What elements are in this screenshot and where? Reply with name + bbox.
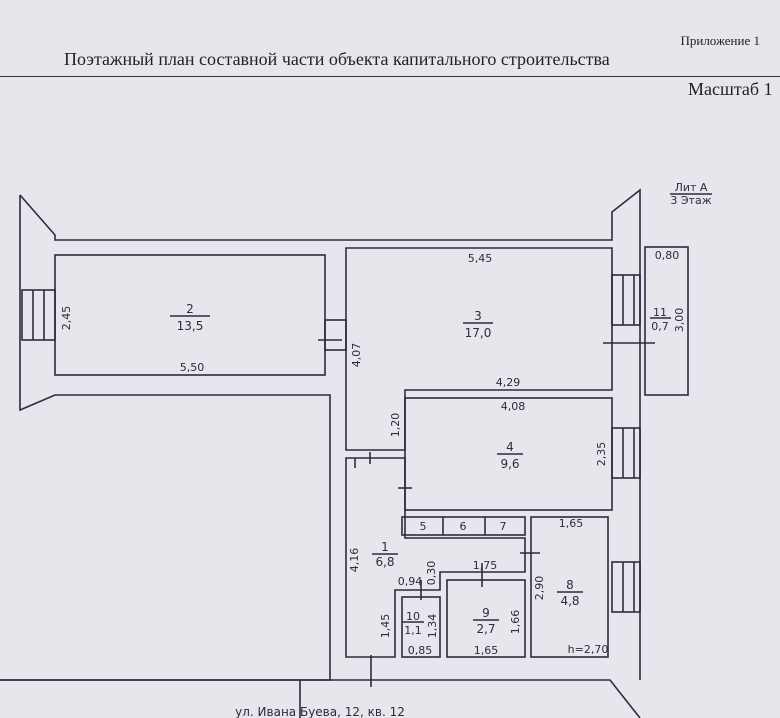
stair-right-top [611, 274, 641, 326]
svg-text:1,75: 1,75 [473, 559, 498, 572]
svg-text:4,16: 4,16 [348, 548, 361, 573]
svg-text:0,30: 0,30 [425, 561, 438, 586]
svg-text:1,65: 1,65 [559, 517, 584, 530]
room-1 [345, 457, 526, 658]
room-number: 11 [653, 306, 667, 319]
room-5-number: 5 [420, 520, 427, 533]
room-area: 2,7 [476, 622, 495, 636]
doors [318, 319, 655, 687]
svg-text:2,35: 2,35 [595, 442, 608, 467]
svg-text:0,80: 0,80 [655, 249, 680, 262]
room-area: 0,7 [651, 320, 669, 333]
svg-text:4,08: 4,08 [501, 400, 526, 413]
litera-text: Лит А [675, 181, 708, 194]
svg-text:1,20: 1,20 [389, 413, 402, 438]
svg-text:1,66: 1,66 [509, 610, 522, 635]
svg-text:2,45: 2,45 [60, 306, 73, 331]
svg-text:4,07: 4,07 [350, 343, 363, 368]
dimension-labels: 2,45 5,50 5,45 4,07 4,29 4,08 2,35 1,20 … [60, 249, 686, 657]
room-number: 3 [474, 309, 482, 323]
room-number: 8 [566, 578, 574, 592]
room-11-label: 11 0,7 [650, 306, 671, 333]
room-area: 4,8 [560, 594, 579, 608]
svg-text:5,45: 5,45 [468, 252, 493, 265]
room-area: 13,5 [177, 319, 204, 333]
appendix-label: Приложение 1 [680, 33, 760, 48]
svg-text:3,00: 3,00 [673, 308, 686, 333]
room-9 [446, 579, 526, 658]
stair-right-mid [611, 427, 641, 479]
room-8 [530, 516, 609, 658]
title-underline [0, 76, 780, 77]
room-4 [404, 397, 613, 511]
svg-text:4,29: 4,29 [496, 376, 521, 389]
room-number: 9 [482, 606, 490, 620]
floor-text: 3 Этаж [670, 194, 711, 207]
litera-floor-label: Лит А 3 Этаж [670, 181, 712, 207]
room-2-label: 2 13,5 [170, 302, 210, 333]
room-area: 9,6 [500, 457, 519, 471]
room-4-label: 4 9,6 [497, 440, 523, 471]
svg-text:5,50: 5,50 [180, 361, 205, 374]
room-number: 1 [381, 540, 389, 554]
svg-text:0,85: 0,85 [408, 644, 433, 657]
room-number: 4 [506, 440, 514, 454]
svg-text:2,90: 2,90 [533, 576, 546, 601]
room-3-label: 3 17,0 [463, 309, 493, 340]
room-area: 6,8 [375, 555, 394, 569]
document-title: Поэтажный план составной части объекта к… [64, 49, 610, 69]
outer-walls [0, 188, 641, 718]
address-label: ул. Ивана Буева, 12, кв. 12 [235, 705, 405, 718]
room-11 [644, 246, 689, 396]
room-7-number: 7 [500, 520, 507, 533]
room-3 [345, 247, 613, 451]
room-area: 1,1 [404, 624, 422, 637]
room-9-label: 9 2,7 [473, 606, 499, 636]
room-area: 17,0 [465, 326, 492, 340]
svg-text:1,34: 1,34 [426, 614, 439, 639]
stair-left [21, 289, 56, 341]
room-number: 2 [186, 302, 194, 316]
room-8-label: 8 4,8 [557, 578, 583, 608]
room-5-6-7-strip [401, 516, 526, 536]
room-number: 10 [406, 610, 420, 623]
room-6-number: 6 [460, 520, 467, 533]
svg-text:1,65: 1,65 [474, 644, 499, 657]
ceiling-height-label: h=2,70 [568, 643, 609, 656]
svg-text:0,94: 0,94 [398, 575, 423, 588]
stair-right-low [611, 561, 641, 613]
scale-label: Масштаб 1 [688, 79, 773, 99]
room-2 [54, 254, 326, 376]
svg-text:1,45: 1,45 [379, 614, 392, 639]
room-1-label: 1 6,8 [372, 540, 398, 569]
room-10-label: 10 1,1 [402, 610, 424, 637]
